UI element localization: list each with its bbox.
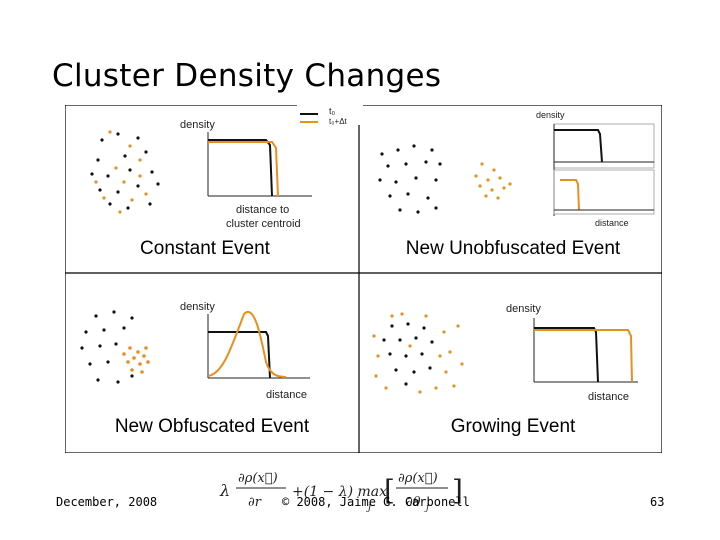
svg-text:∂ρ(x⃗): ∂ρ(x⃗)	[238, 471, 278, 486]
caption-growing-event: Growing Event	[450, 416, 576, 437]
scatter-plot-constant	[90, 132, 160, 210]
panel-new-unobfuscated-event: density distance	[378, 110, 655, 228]
svg-text:∂ρ(x⃗): ∂ρ(x⃗)	[398, 471, 438, 486]
scatter-plot-growing-orange	[372, 312, 464, 394]
caption-constant-event: Constant Event	[140, 238, 270, 259]
density-chart-growing	[533, 318, 638, 383]
caption-new-unobfuscated-event: New Unobfuscated Event	[405, 238, 621, 259]
panel2-ylabel: density	[536, 110, 565, 120]
scatter-plot-unobfuscated	[378, 144, 442, 214]
scatter-plot-obfuscated	[80, 310, 134, 384]
scatter-plot-constant-orange	[94, 130, 148, 214]
density-chart-obfuscated	[207, 311, 310, 379]
density-chart-unobfuscated	[553, 123, 655, 216]
legend-label-t0: t₀	[329, 106, 336, 116]
svg-text:∂r: ∂r	[248, 495, 262, 510]
slide-title: Cluster Density Changes	[52, 58, 442, 94]
scatter-plot-obfuscated-orange	[122, 346, 150, 374]
scatter-plot-unobfuscated-orange	[474, 162, 512, 200]
panel-new-obfuscated-event: density distance	[80, 301, 310, 401]
svg-text:[: [	[384, 474, 395, 507]
panel1-xlabel-line1: distance to	[236, 204, 289, 216]
panel4-xlabel: distance	[588, 391, 629, 403]
footer-copyright: © 2008, Jaime G. Carbonell	[282, 495, 470, 509]
panel2-xlabel: distance	[595, 218, 629, 228]
footer-page-number: 63	[650, 495, 665, 509]
svg-text:]: ]	[452, 474, 463, 507]
svg-text:∂θ: ∂θ	[406, 495, 421, 510]
svg-text:λ: λ	[219, 481, 230, 500]
panel-constant-event: density distance to cluster centroid	[90, 119, 312, 230]
figure-grid	[65, 105, 662, 453]
panel-growing-event: density distance	[372, 303, 638, 403]
svg-text:j: j	[424, 503, 429, 513]
panel1-xlabel-line2: cluster centroid	[226, 218, 301, 230]
panel3-xlabel: distance	[266, 389, 307, 401]
legend-label-t0dt: t₀+Δt	[329, 117, 348, 126]
panel3-ylabel: density	[180, 301, 215, 313]
footer-date: December, 2008	[56, 495, 158, 509]
panel1-ylabel: density	[180, 119, 215, 131]
legend: t₀ t₀+Δt	[300, 106, 348, 126]
panel4-ylabel: density	[506, 303, 541, 315]
svg-text:j: j	[366, 502, 371, 513]
formula-image: λ ∂ρ(x⃗) ∂r +(1 − λ) max j [ ∂ρ(x⃗) ∂θ j…	[219, 471, 463, 513]
scatter-plot-growing	[382, 322, 434, 386]
svg-text:+(1 − λ) max: +(1 − λ) max	[292, 484, 387, 500]
caption-new-obfuscated-event: New Obfuscated Event	[114, 416, 310, 437]
density-chart-constant	[207, 132, 312, 197]
